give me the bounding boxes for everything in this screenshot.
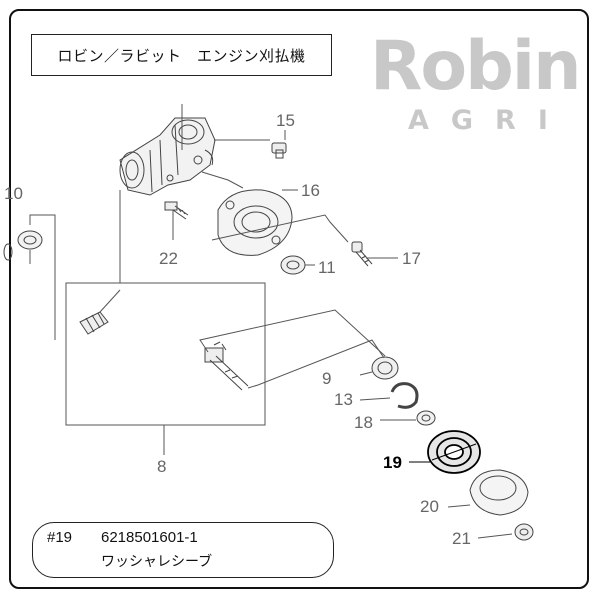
part-number: #19 [47, 529, 73, 546]
callout-19: 19 [383, 453, 402, 472]
callout-9: 9 [322, 369, 332, 388]
part-16-cover [217, 189, 293, 256]
part-8-group-box [65, 282, 266, 426]
part-20-cap [469, 469, 529, 516]
part-name: ワッシャレシーブ [101, 554, 213, 570]
callout-22: 22 [159, 249, 178, 268]
brand-logo: Robin AGRI [370, 26, 581, 141]
callout-15: 15 [276, 111, 295, 130]
part-info-box: #19 6218501601-1 ワッシャレシーブ [32, 522, 334, 578]
part-pinion [79, 311, 109, 335]
callout-17: 17 [402, 249, 421, 268]
diagram-title: ロビン／ラビット エンジン刈払機 [31, 34, 332, 76]
part-21-nut [514, 523, 534, 541]
brand-logo-sub: AGRI [408, 105, 570, 136]
part-drive-shaft [204, 341, 249, 391]
callout-21: 21 [452, 529, 471, 548]
callout-11: 11 [318, 258, 336, 277]
leader-lines [29, 104, 513, 539]
brand-logo-main: Robin [370, 27, 581, 106]
part-13-circlip [390, 382, 419, 409]
callout-10: 10 [4, 184, 23, 203]
part-10-washer [3, 230, 43, 261]
callout-18: 18 [354, 413, 373, 432]
part-9-bearing [371, 356, 399, 380]
part-18-washer [416, 410, 436, 426]
part-15-bolt [271, 142, 287, 159]
part-22-screw [164, 201, 189, 220]
part-gear-case [119, 117, 216, 196]
part-11-bearing [280, 255, 306, 275]
part-17-bolt [351, 241, 373, 267]
part-code: 6218501601-1 [101, 529, 198, 546]
callout-13: 13 [334, 390, 353, 409]
callout-8: 8 [157, 457, 167, 476]
part-19-washer-receive [427, 430, 481, 474]
callout-20: 20 [420, 497, 439, 516]
callout-16: 16 [301, 181, 320, 200]
